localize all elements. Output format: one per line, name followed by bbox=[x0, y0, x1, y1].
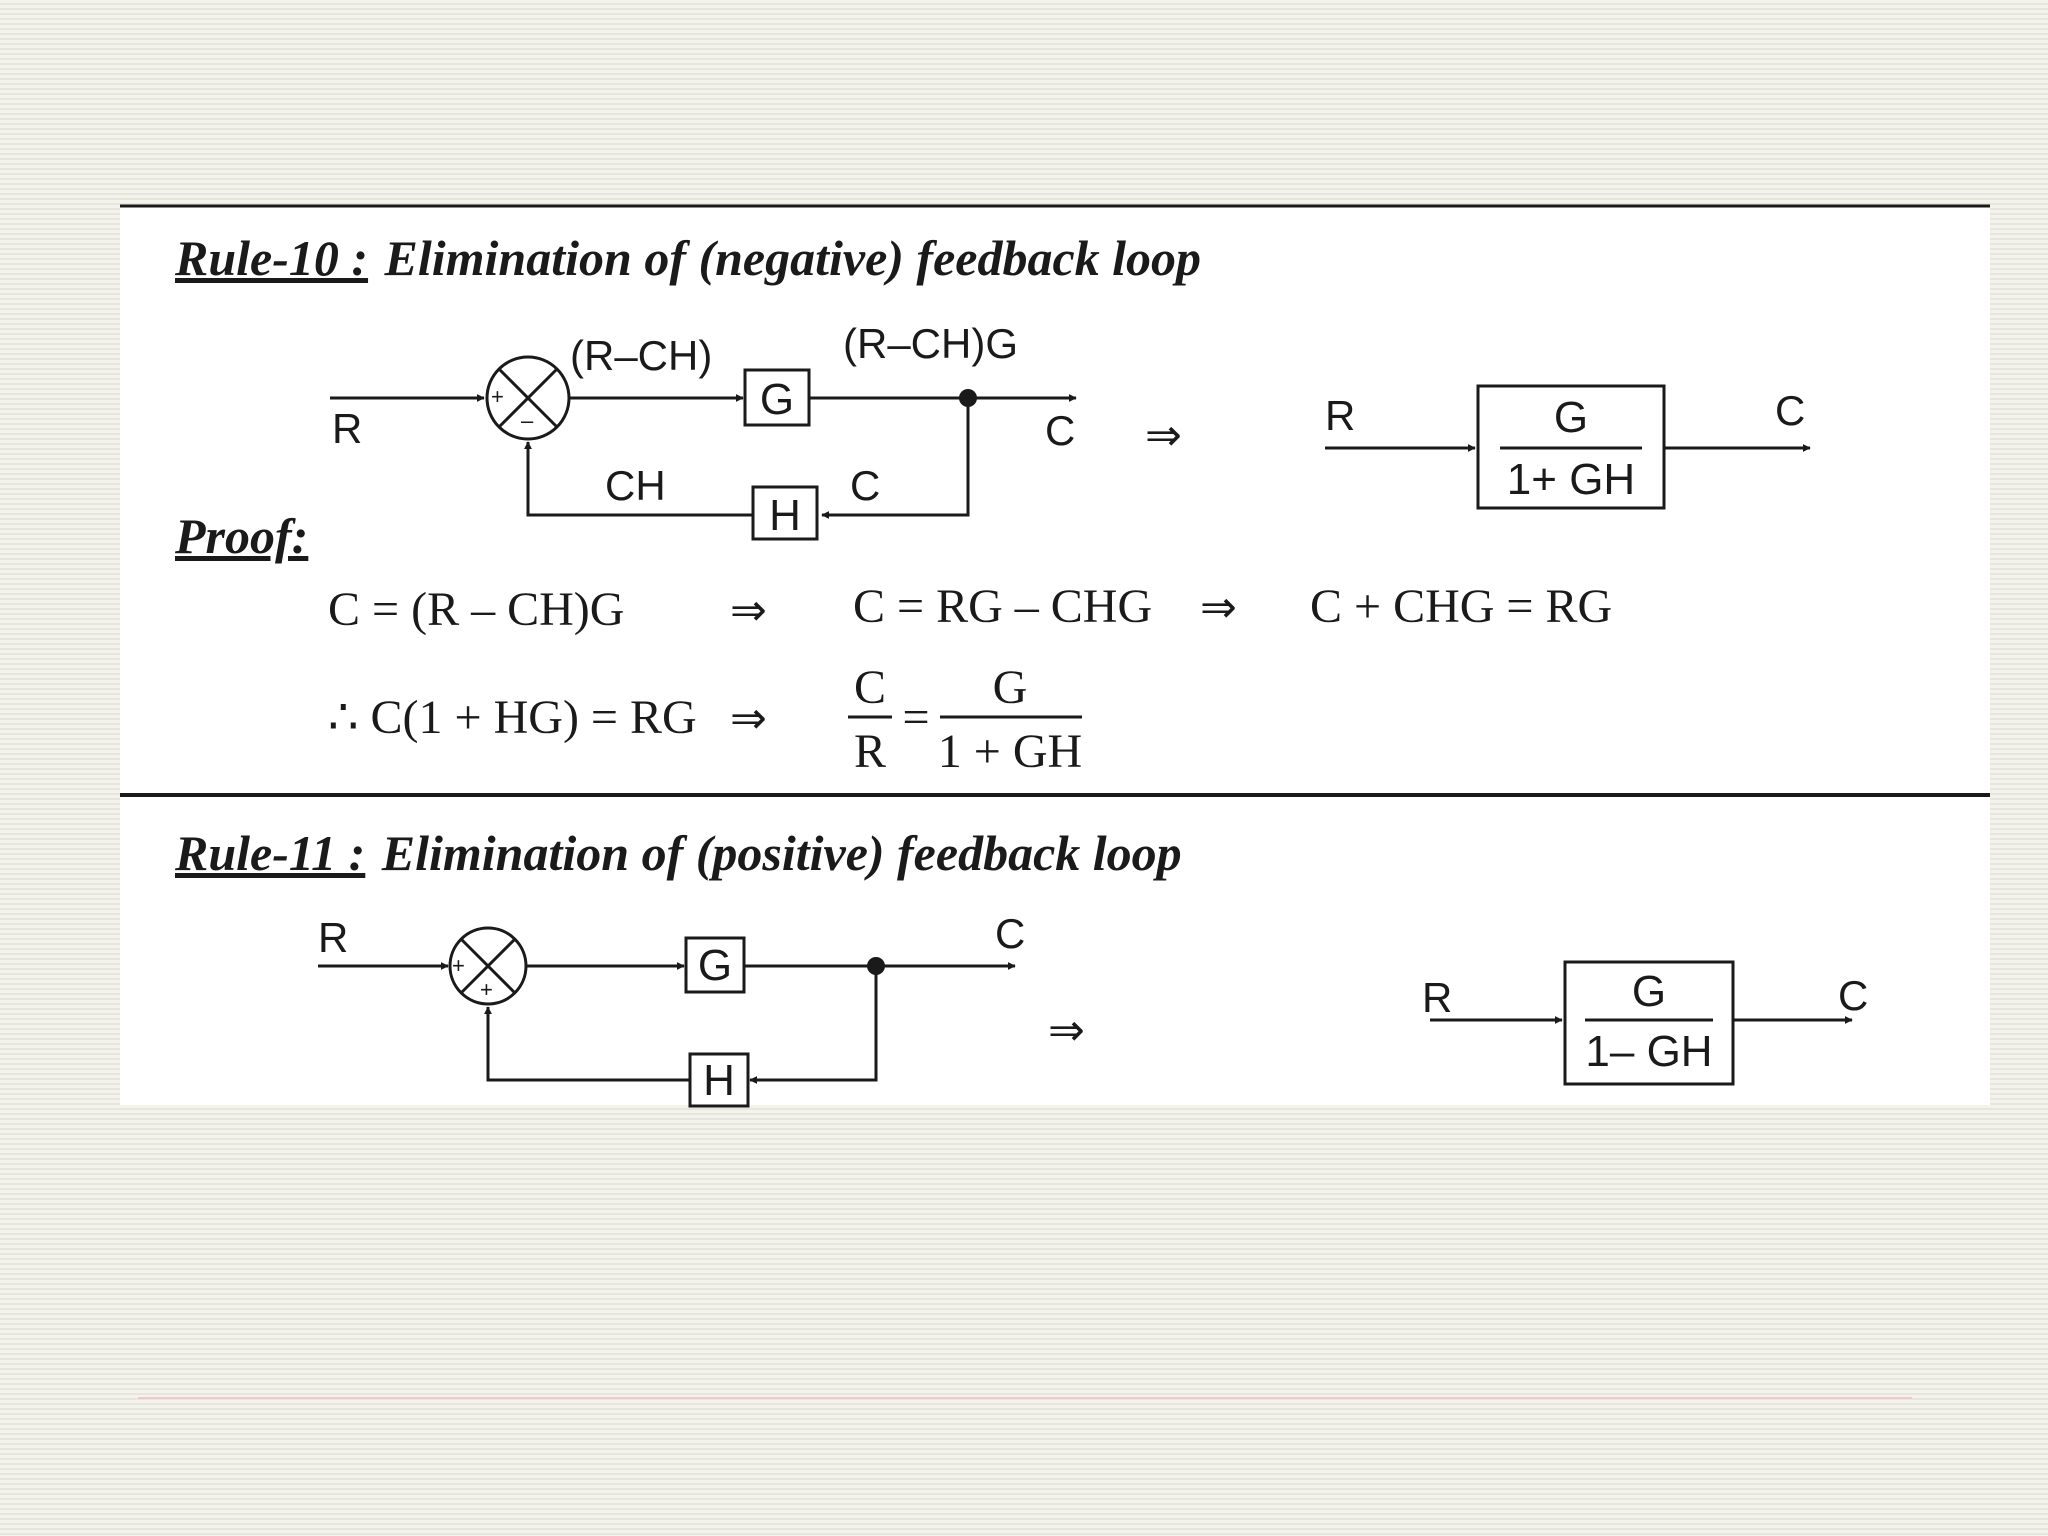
r10-sum-minus-sign: – bbox=[521, 408, 534, 433]
r10-equiv-input-label: R bbox=[1325, 392, 1355, 439]
rule10-proof: Proof: C = (R – CH)G ⇒ C = RG – CHG ⇒ C … bbox=[174, 508, 1612, 778]
proof-frac1-denominator: R bbox=[854, 725, 886, 778]
rule11-label: Rule-11 : bbox=[174, 825, 365, 881]
rule10-label: Rule-10 : bbox=[174, 230, 368, 286]
r11-equiv-input-label: R bbox=[1422, 974, 1452, 1021]
rule10-block-diagram: R + – (R–CH) G (R–CH)G C bbox=[330, 320, 1811, 541]
proof-implies-2: ⇒ bbox=[1200, 582, 1237, 633]
rule11-title: Elimination of (positive) feedback loop bbox=[381, 825, 1182, 881]
r10-sum-plus-sign: + bbox=[491, 384, 504, 409]
r11-sum-plus-bottom: + bbox=[480, 977, 493, 1002]
r11-feedback-path-to-sum bbox=[484, 1006, 690, 1082]
scanned-figure bbox=[120, 205, 1990, 1105]
r11-input-label: R bbox=[318, 914, 348, 961]
r10-h-block bbox=[751, 485, 819, 541]
proof-equals: = bbox=[902, 691, 929, 744]
r11-g-block-label: G bbox=[698, 941, 732, 990]
r11-feedback-path-to-h bbox=[749, 966, 878, 1084]
r10-feedback-input-label: C bbox=[850, 462, 880, 509]
r11-implies-arrow: ⇒ bbox=[1048, 1005, 1085, 1056]
r11-equiv-block bbox=[1563, 960, 1735, 1086]
r11-output-label: C bbox=[995, 910, 1025, 957]
r10-implies-arrow: ⇒ bbox=[1145, 410, 1182, 461]
rule11-section: Rule-11 : Elimination of (positive) feed… bbox=[174, 825, 1868, 1108]
rule10-title: Elimination of (negative) feedback loop bbox=[384, 230, 1202, 286]
r11-equiv-output-label: C bbox=[1838, 972, 1868, 1019]
r10-g-block-label: G bbox=[760, 375, 794, 424]
proof-eq-2: C = RG – CHG bbox=[853, 580, 1152, 633]
rule11-heading: Rule-11 : Elimination of (positive) feed… bbox=[174, 825, 1182, 881]
rule11-block-diagram: R + + G C H ⇒ R bbox=[318, 910, 1868, 1108]
proof-eq-1: C = (R – CH)G bbox=[328, 583, 624, 636]
r10-summing-junction bbox=[485, 355, 571, 441]
r10-h-block-label: H bbox=[769, 491, 801, 540]
r10-error-signal-label: (R–CH) bbox=[570, 332, 712, 379]
r10-feedback-path-to-sum bbox=[524, 441, 753, 517]
r10-feedback-path-to-h bbox=[821, 398, 970, 519]
proof-implies-3: ⇒ bbox=[730, 693, 767, 744]
r11-equiv-denominator: 1– GH bbox=[1585, 1027, 1712, 1076]
proof-eq-4: ∴ C(1 + HG) = RG bbox=[328, 691, 697, 744]
proof-frac2-denominator: 1 + GH bbox=[938, 725, 1082, 778]
r10-feedback-signal-label: CH bbox=[605, 462, 666, 509]
rule10-heading: Rule-10 : Elimination of (negative) feed… bbox=[174, 230, 1201, 286]
r10-equiv-numerator: G bbox=[1554, 393, 1588, 442]
r11-equiv-numerator: G bbox=[1632, 967, 1666, 1016]
r11-h-block-label: H bbox=[703, 1056, 735, 1105]
proof-frac1-numerator: C bbox=[854, 661, 886, 714]
proof-implies-1: ⇒ bbox=[730, 585, 767, 636]
r10-forward-output-label: (R–CH)G bbox=[843, 320, 1018, 367]
r10-equiv-denominator: 1+ GH bbox=[1507, 455, 1635, 504]
r11-sum-plus-top: + bbox=[452, 953, 465, 978]
r10-input-label: R bbox=[332, 405, 362, 452]
rule10-section: Rule-10 : Elimination of (negative) feed… bbox=[174, 230, 1811, 778]
proof-frac2-numerator: G bbox=[993, 661, 1028, 714]
r10-equiv-output-label: C bbox=[1775, 387, 1805, 434]
r10-output-label: C bbox=[1045, 407, 1075, 454]
proof-eq-3: C + CHG = RG bbox=[1310, 580, 1612, 633]
proof-label: Proof: bbox=[174, 508, 308, 564]
